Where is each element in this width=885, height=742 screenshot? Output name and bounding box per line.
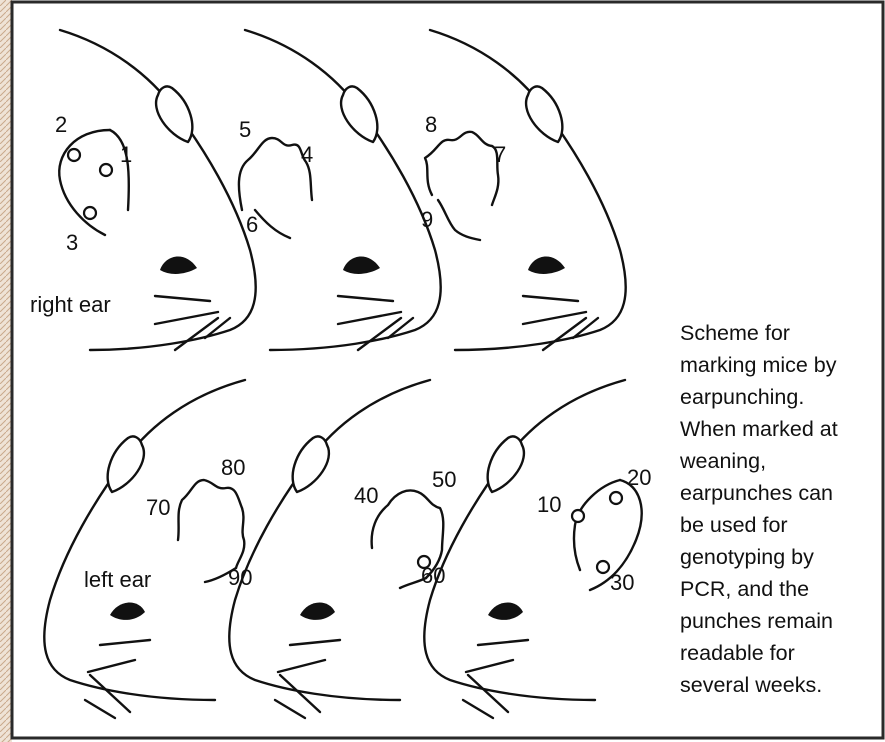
caption-line-3: earpunching. — [680, 385, 804, 409]
caption-line-11: readable for — [680, 641, 795, 665]
caption-line-10: punches remain — [680, 609, 833, 633]
caption-line-2: marking mice by — [680, 353, 837, 377]
punch-code-5: 5 — [239, 117, 251, 142]
punch-code-60: 60 — [421, 563, 445, 588]
punch-code-1: 1 — [120, 142, 132, 167]
caption: Scheme for marking mice by earpunching. … — [679, 321, 838, 697]
caption-line-4: When marked at — [680, 417, 838, 441]
punch-code-3: 3 — [66, 230, 78, 255]
caption-line-7: be used for — [680, 513, 788, 537]
left-ear-label: left ear — [84, 567, 151, 592]
punch-code-90: 90 — [228, 565, 252, 590]
caption-line-6: earpunches can — [680, 481, 833, 505]
caption-line-9: PCR, and the — [680, 577, 809, 601]
left-margin-hatch — [0, 0, 12, 742]
mouse-head-left-ear-tens-2 — [229, 380, 443, 718]
caption-line-5: weaning, — [679, 449, 766, 473]
punch-code-4: 4 — [301, 142, 313, 167]
mouse-head-left-ear-tens-3 — [424, 380, 641, 718]
right-ear-label: right ear — [30, 292, 111, 317]
mouse-head-right-ear-units-2 — [239, 30, 441, 350]
punch-code-6: 6 — [246, 212, 258, 237]
punch-code-7: 7 — [494, 142, 506, 167]
punch-code-9: 9 — [421, 207, 433, 232]
punch-code-10: 10 — [537, 492, 561, 517]
punch-code-80: 80 — [221, 455, 245, 480]
caption-line-12: several weeks. — [680, 673, 822, 697]
punch-code-2: 2 — [55, 112, 67, 137]
punch-code-70: 70 — [146, 495, 170, 520]
caption-line-8: genotyping by — [680, 545, 814, 569]
punch-code-8: 8 — [425, 112, 437, 137]
caption-line-1: Scheme for — [680, 321, 790, 345]
punch-code-20: 20 — [627, 465, 651, 490]
mouse-head-left-ear-tens-1 — [44, 380, 245, 718]
mouse-head-right-ear-units-3 — [425, 30, 626, 350]
punch-code-40: 40 — [354, 483, 378, 508]
punch-code-30: 30 — [610, 570, 634, 595]
punch-code-50: 50 — [432, 467, 456, 492]
